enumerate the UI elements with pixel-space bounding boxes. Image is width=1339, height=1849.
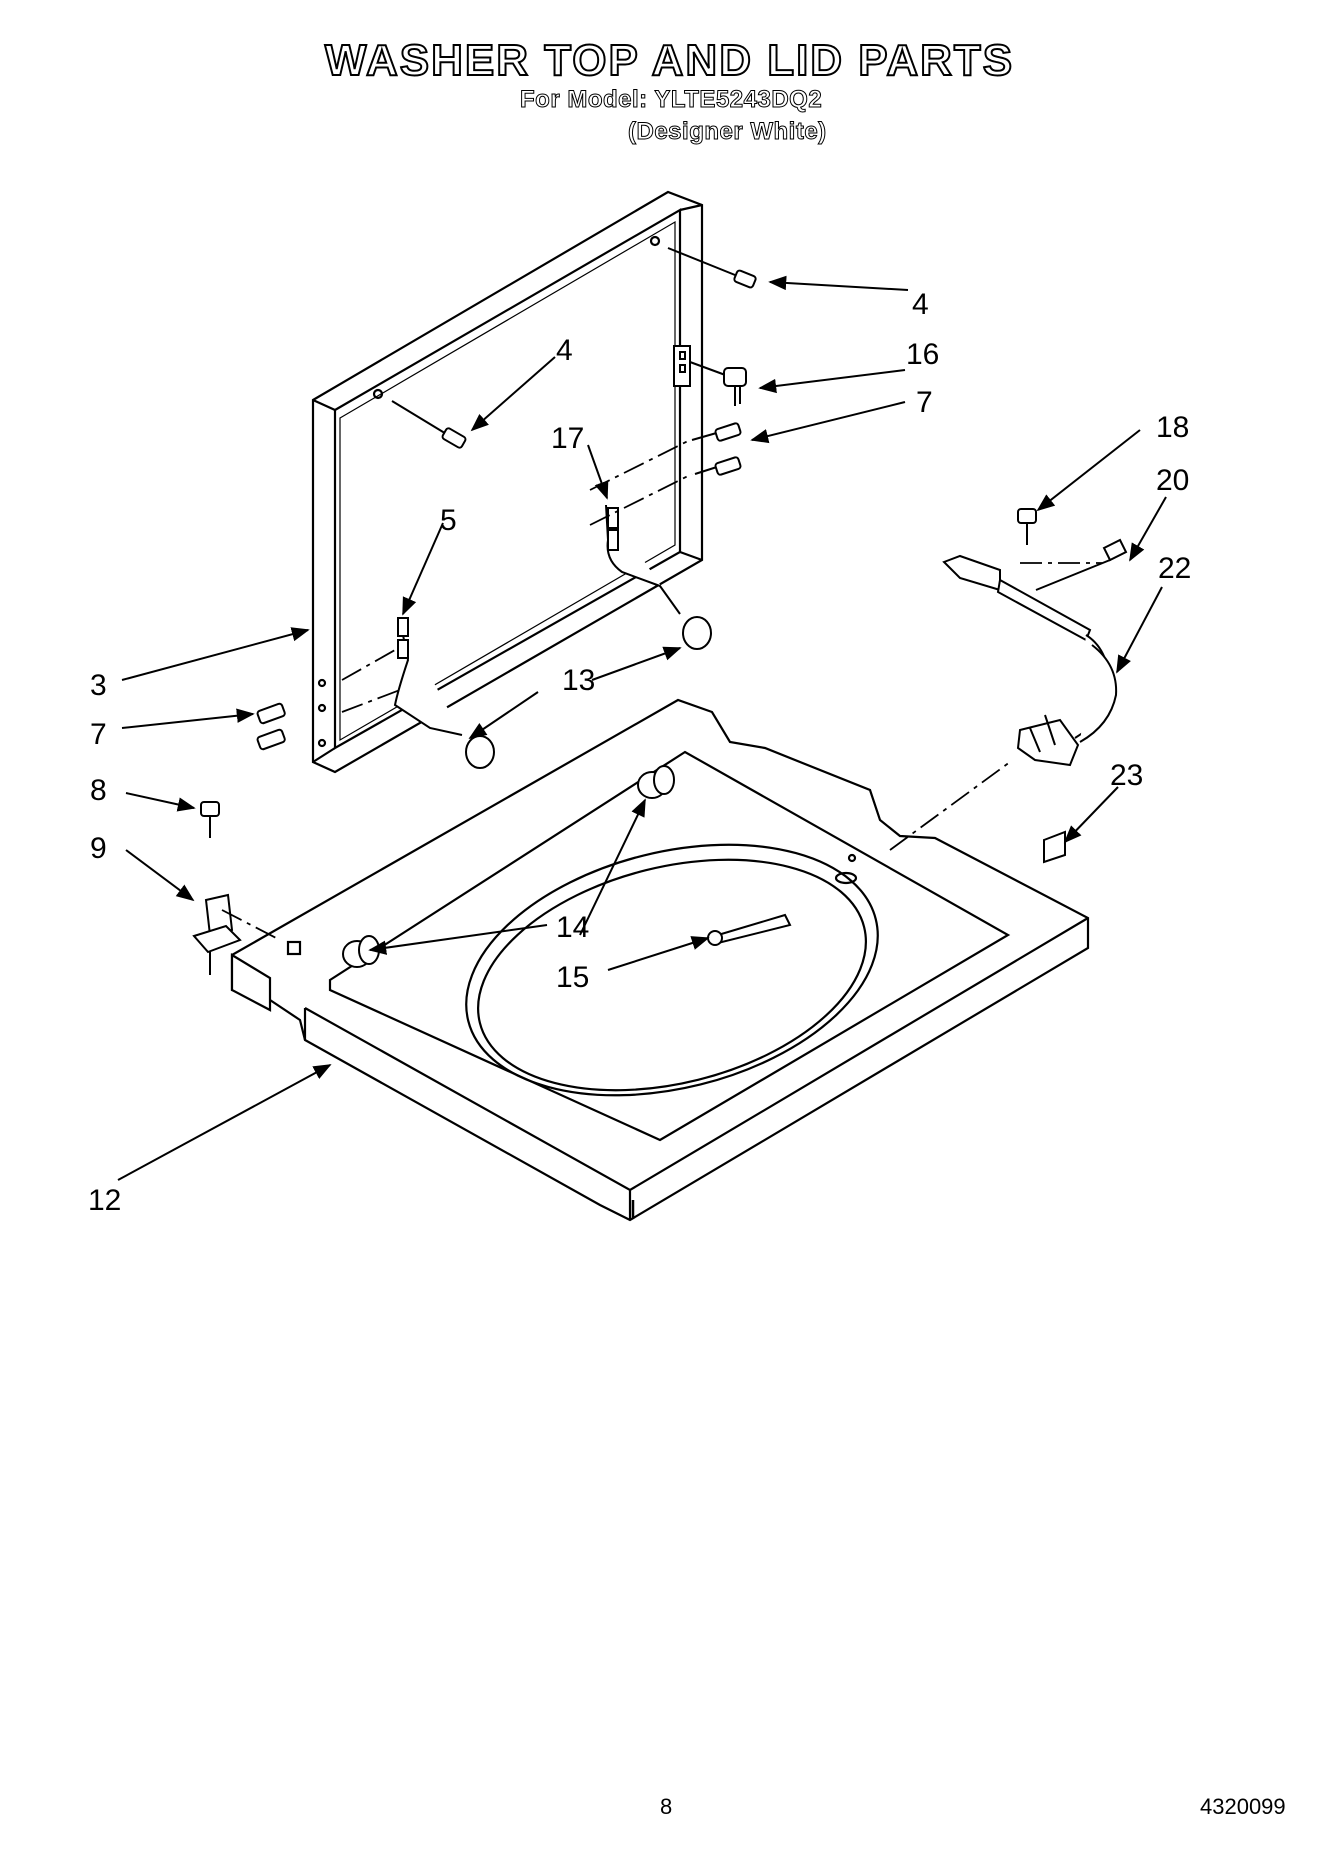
washer-top-panel	[230, 698, 1090, 1222]
callout-5: 5	[440, 504, 457, 537]
callout-22: 22	[1158, 552, 1191, 585]
callout-4: 4	[912, 288, 929, 321]
screw	[691, 422, 742, 476]
lid-switch-assembly	[942, 508, 1128, 864]
callout-8: 8	[90, 774, 107, 807]
callout-23: 23	[1110, 759, 1143, 792]
phantom-lines	[221, 439, 1102, 941]
callout-13: 13	[562, 664, 595, 697]
leader-lines	[117, 275, 1167, 1181]
model-line: For Model: YLTE5243DQ2	[519, 86, 823, 114]
document-number: 4320099	[1200, 1794, 1286, 1819]
switch-bracket	[673, 345, 747, 406]
callout-7: 7	[916, 386, 933, 419]
callout-9: 9	[90, 832, 107, 865]
hinge-pin	[667, 247, 757, 289]
lid-frame	[311, 190, 704, 774]
callout-20: 20	[1156, 464, 1189, 497]
callout-16: 16	[906, 338, 939, 371]
hinge-pin	[391, 400, 467, 449]
color-line: (Designer White)	[628, 118, 827, 146]
callout-18: 18	[1156, 411, 1189, 444]
callout-3: 3	[90, 669, 107, 702]
page-title: WASHER TOP AND LID PARTS	[324, 35, 1015, 86]
page-number: 8	[660, 1794, 673, 1819]
callout-4: 4	[556, 334, 573, 367]
lid-bumper-assembly	[393, 504, 712, 769]
hinge-screw	[192, 801, 242, 975]
callout-15: 15	[556, 961, 589, 994]
callout-17: 17	[551, 422, 584, 455]
callout-7: 7	[90, 718, 107, 751]
callout-12: 12	[88, 1184, 121, 1217]
callout-14: 14	[556, 911, 589, 944]
screw	[256, 702, 286, 751]
